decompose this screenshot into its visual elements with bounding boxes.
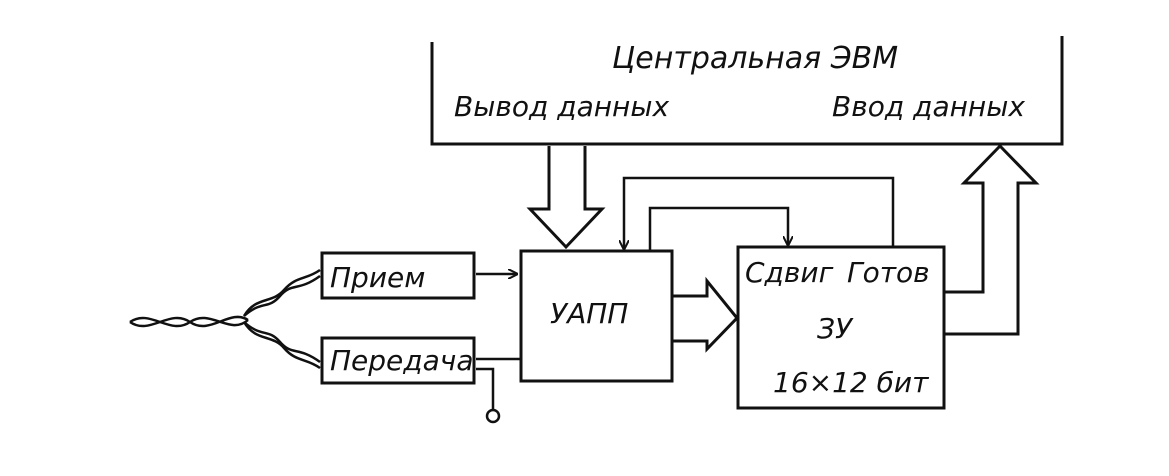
shift-signal-line [648, 206, 788, 251]
ready-signal-line [624, 176, 895, 249]
shift-label: Сдвиг [745, 256, 834, 289]
terminal-circle-icon [485, 408, 501, 424]
memory-block: Сдвиг Готов ЗУ 16×12 бит [736, 245, 946, 410]
central-computer-block: Центральная ЭВМ Вывод данных Ввод данных [430, 36, 1064, 146]
data-input-bus-arrow [944, 143, 1040, 336]
data-input-label: Ввод данных [832, 90, 1025, 123]
memory-name: ЗУ [817, 312, 854, 345]
memory-size: 16×12 бит [773, 366, 929, 399]
receive-block: Прием [320, 251, 476, 300]
data-output-label: Вывод данных [454, 90, 669, 123]
ready-label: Готов [847, 256, 930, 289]
data-output-bus-arrow [526, 146, 606, 250]
uart-block: УАПП [519, 249, 674, 383]
transmit-block: Передача [320, 336, 476, 385]
receive-label: Прием [330, 261, 425, 294]
transmit-label: Передача [330, 344, 474, 377]
transmit-terminal-line [476, 367, 495, 410]
twisted-pair-cable-icon [129, 268, 321, 370]
uart-to-memory-bus-arrow [672, 276, 740, 353]
central-computer-title: Центральная ЭВМ [612, 41, 898, 76]
uart-label: УАПП [550, 297, 628, 330]
